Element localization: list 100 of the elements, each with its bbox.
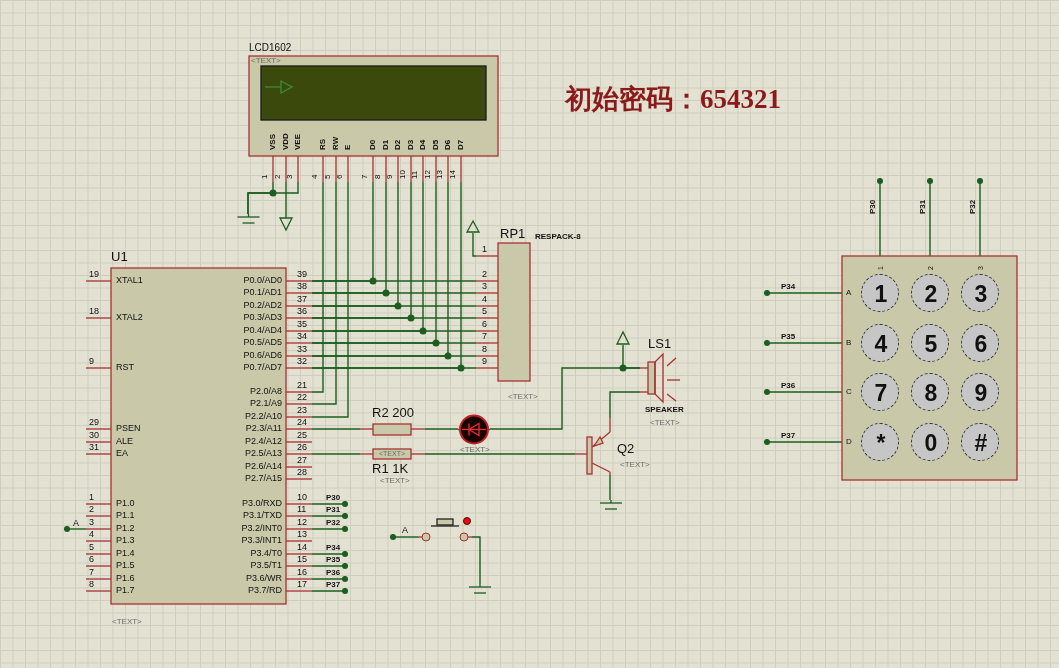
net-label: P32 (969, 199, 977, 214)
pin-number: 9 (386, 174, 394, 179)
pin-label: P1.2 (116, 524, 135, 533)
pin-label: P1.4 (116, 549, 135, 558)
pin-number: 5 (324, 174, 332, 179)
pin-label: D7 (457, 139, 465, 150)
pin-label: EA (116, 449, 128, 458)
wire (609, 391, 641, 419)
net-label: P30 (326, 494, 341, 502)
resistor (360, 447, 425, 476)
key-label: 1 (874, 283, 888, 306)
led (458, 414, 490, 445)
pin-label: E (344, 144, 352, 150)
pin-label: RS (319, 138, 327, 150)
pin-number: 13 (436, 170, 444, 179)
ground-symbol (599, 500, 623, 513)
part-label: Q2 (617, 442, 635, 455)
pin-number: 15 (297, 555, 307, 564)
wire (763, 289, 843, 297)
wire (311, 587, 349, 595)
pin-label: P3.2/INT0 (241, 524, 282, 533)
wire (472, 232, 477, 257)
key-label: 4 (874, 333, 888, 356)
pin-label: D5 (432, 139, 440, 150)
key-label: 5 (924, 333, 938, 356)
pin-label: P0.7/AD7 (243, 363, 282, 372)
wire (311, 181, 337, 405)
net-label: P35 (781, 333, 796, 341)
pin-number: 8 (482, 345, 487, 354)
pin-number: 11 (411, 170, 419, 179)
wire (763, 438, 843, 446)
wire (311, 512, 349, 520)
pin-number: 6 (482, 320, 487, 329)
wire (311, 342, 477, 344)
pin-number: 2 (89, 505, 94, 514)
pin-number: 9 (482, 357, 487, 366)
pin-number: 1 (482, 245, 487, 254)
lcd-module (249, 42, 498, 182)
net-label: P34 (326, 544, 341, 552)
pin-number: 14 (297, 543, 307, 552)
wire (311, 355, 477, 357)
pin-number: 36 (297, 307, 307, 316)
wire (424, 453, 576, 455)
pin-number: 33 (297, 345, 307, 354)
pin-number: 3 (286, 174, 294, 179)
placeholder-text: <TEXT> (650, 419, 680, 427)
wire (976, 177, 984, 257)
pin-label: P1.6 (116, 574, 135, 583)
wire (389, 533, 419, 541)
ground-symbol (237, 214, 260, 227)
ground-symbol (468, 584, 492, 597)
pin-number: 3 (89, 518, 94, 527)
key-label: * (876, 432, 886, 455)
pin-label: XTAL2 (116, 313, 143, 322)
wire (609, 474, 611, 501)
pin-number: 12 (424, 170, 432, 179)
row-label: D (846, 438, 852, 446)
net-label: A (402, 526, 408, 535)
placeholder-text: <TEXT> (380, 477, 410, 485)
pin-label: P3.3/INT1 (241, 536, 282, 545)
part-type: SPEAKER (645, 406, 684, 414)
pin-label: D0 (369, 139, 377, 150)
wire (926, 177, 934, 257)
pin-label: P0.2/AD2 (243, 301, 282, 310)
pin-label: P2.1/A9 (249, 399, 282, 408)
pin-number: 5 (482, 307, 487, 316)
pin-label: P3.6/WR (246, 574, 282, 583)
pin-label: D2 (394, 139, 402, 150)
key-label: 7 (874, 382, 888, 405)
resistor (360, 405, 425, 437)
pin-label: P0.0/AD0 (243, 276, 282, 285)
row-label: C (846, 388, 852, 396)
wire (311, 575, 349, 583)
pin-label: D6 (444, 139, 452, 150)
pin-label: P2.6/A14 (244, 462, 282, 471)
pin-number: 8 (89, 580, 94, 589)
wire (311, 500, 349, 508)
placeholder-text: <TEXT> (508, 393, 538, 401)
row-label: A (846, 289, 852, 297)
wire (424, 428, 459, 430)
pin-number: 25 (297, 431, 307, 440)
net-label: P31 (326, 506, 341, 514)
wire (311, 525, 349, 533)
pin-label: P0.4/AD4 (243, 326, 282, 335)
wire (311, 367, 477, 369)
net-label: P32 (326, 519, 341, 527)
wire (247, 181, 299, 215)
placeholder-text: <TEXT> (112, 618, 142, 626)
part-label: RP1 (500, 227, 526, 240)
pin-number: 18 (89, 307, 99, 316)
key-label: 8 (924, 382, 938, 405)
pin-label: ALE (116, 437, 133, 446)
placeholder-text: <TEXT> (251, 57, 281, 65)
wire (311, 305, 477, 307)
pin-number: 3 (482, 282, 487, 291)
pin-label: VSS (269, 134, 277, 150)
wire (311, 181, 349, 418)
pin-label: P3.5/T1 (250, 561, 282, 570)
pin-label: P2.4/A12 (244, 437, 282, 446)
key-label: 2 (924, 283, 938, 306)
